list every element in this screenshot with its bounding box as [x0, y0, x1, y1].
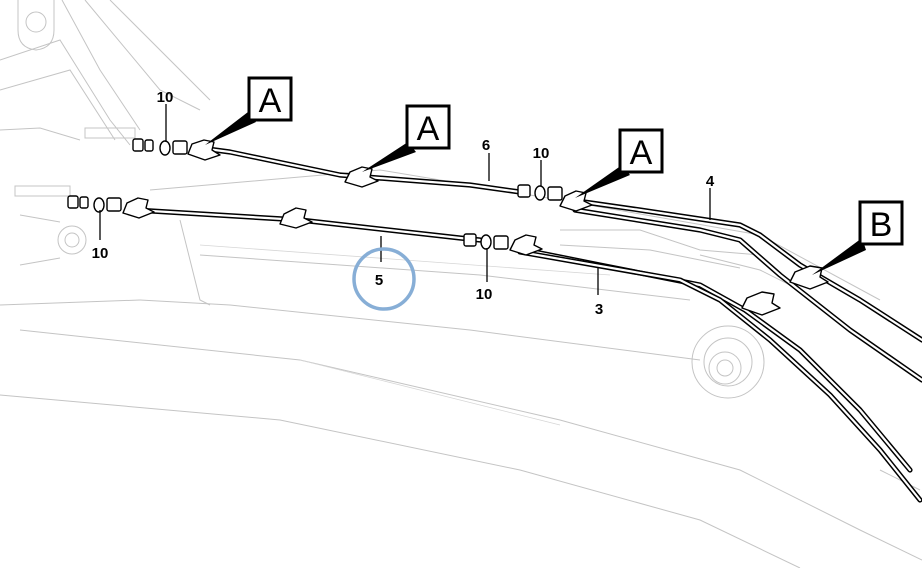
callout-label: A — [630, 134, 653, 172]
part-number-10: 10 — [533, 145, 550, 162]
callout-label: A — [417, 110, 440, 148]
part-number-10: 10 — [92, 245, 109, 262]
fittings — [67, 138, 563, 250]
leader-lines — [99, 104, 711, 295]
part-number-4: 4 — [706, 173, 715, 190]
part-number-3: 3 — [595, 301, 603, 318]
callout-label: B — [870, 206, 893, 244]
callout-label: A — [259, 82, 282, 120]
pipes — [132, 145, 922, 503]
part-number-10: 10 — [476, 286, 493, 303]
part-number-6: 6 — [482, 137, 490, 154]
callout-box-a-3: A — [618, 128, 664, 174]
callout-box-b-1: B — [858, 200, 904, 246]
callout-box-a-1: A — [247, 76, 293, 122]
part-number-5: 5 — [375, 272, 383, 289]
part-number-10: 10 — [157, 89, 174, 106]
highlight-ring — [352, 247, 416, 311]
callout-pointers — [205, 112, 866, 275]
callout-box-a-2: A — [405, 104, 451, 150]
part-numbers: 10 10 10 10 6 4 5 3 — [92, 89, 715, 318]
